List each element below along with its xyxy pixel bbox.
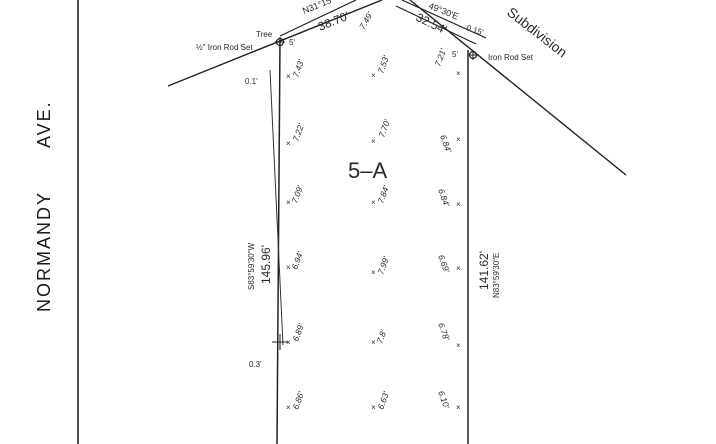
x-c1-6: × [286, 403, 291, 412]
elev-c3-6: 6.10' [436, 389, 452, 410]
left-line-distance: 145.96' [259, 245, 273, 284]
lot-label: 5–A [348, 158, 387, 183]
elev-c1-3: 7.09' [289, 184, 305, 205]
top-left-boundary [167, 0, 383, 87]
elev-c3-5: 6.78' [436, 321, 452, 342]
x-c3-2: × [456, 135, 461, 144]
x-c3-3: × [456, 200, 461, 209]
x-c1-3: × [286, 198, 291, 207]
tree-label: Tree [256, 30, 273, 39]
offset-bottom-label: 0.3' [249, 360, 262, 369]
x-c2-3: × [371, 198, 376, 207]
elev-c3-2: 6.84' [438, 133, 454, 154]
x-c3-4: × [456, 264, 461, 273]
right-five-label: 5' [452, 50, 458, 59]
x-c1-4: × [286, 263, 291, 272]
right-line-bearing: N83°59'30"E [492, 253, 501, 298]
offset-top-label: 0.1' [245, 77, 258, 86]
elev-c3-3: 6.84' [436, 187, 452, 208]
x-c2-2: × [371, 137, 376, 146]
elev-c1-6: 6.86' [290, 390, 306, 411]
top-elevation: 7.49' [357, 10, 375, 31]
right-iron-rod-label: Iron Rod Set [488, 53, 534, 62]
x-c3-1: × [456, 69, 461, 78]
elev-c1-1: 7.43' [290, 58, 306, 79]
top-left-edge [279, 0, 357, 37]
elevation-crosses: × × × × × × × × × × × × × × × × × × [286, 69, 461, 412]
top-right-edge-1 [401, 0, 487, 39]
subdivision-label: Subdivision [504, 4, 570, 61]
elev-c2-2: 7.70' [376, 118, 392, 139]
elev-c1-5: 6.89' [290, 322, 306, 343]
x-c2-1: × [371, 71, 376, 80]
x-c2-6: × [371, 403, 376, 412]
x-c1-2: × [286, 139, 291, 148]
left-iron-rod-label: ½" Iron Rod Set [196, 43, 253, 52]
elev-c2-5: 7.8' [374, 328, 388, 344]
left-offset-line [269, 69, 284, 346]
x-c3-5: × [456, 341, 461, 350]
elev-c3-1: 7.21' [432, 47, 448, 68]
x-c2-5: × [371, 338, 376, 347]
top-right-edge-2 [395, 5, 477, 45]
left-five-label: 5' [289, 38, 295, 47]
elev-c2-3: 7.84' [375, 184, 391, 205]
x-c3-6: × [456, 403, 461, 412]
elev-c3-4: 6.69' [436, 253, 452, 274]
x-c2-4: × [371, 268, 376, 277]
elev-c1-2: 7.22' [290, 122, 306, 143]
right-line-distance: 141.62' [477, 251, 491, 290]
x-c1-1: × [286, 72, 291, 81]
right-top-offset: 0.15' [465, 23, 484, 37]
left-iron-rod-marker [275, 37, 285, 47]
top-bearing: N31°15' [301, 0, 335, 16]
street-name: NORMANDY [34, 191, 54, 312]
right-iron-rod-marker [468, 50, 478, 60]
street-suffix: AVE. [34, 100, 54, 148]
left-bottom-marker [272, 334, 288, 350]
top-distance: 38.70' [316, 9, 351, 34]
elev-c2-4: 7.99' [375, 255, 391, 276]
elev-c2-6: 6.63' [375, 390, 391, 411]
left-line-bearing: S83°59'30"W [247, 242, 256, 290]
elev-c2-1: 7.53' [375, 54, 391, 75]
elev-c1-4: 6.94' [289, 250, 305, 271]
x-c1-5: × [286, 338, 291, 347]
